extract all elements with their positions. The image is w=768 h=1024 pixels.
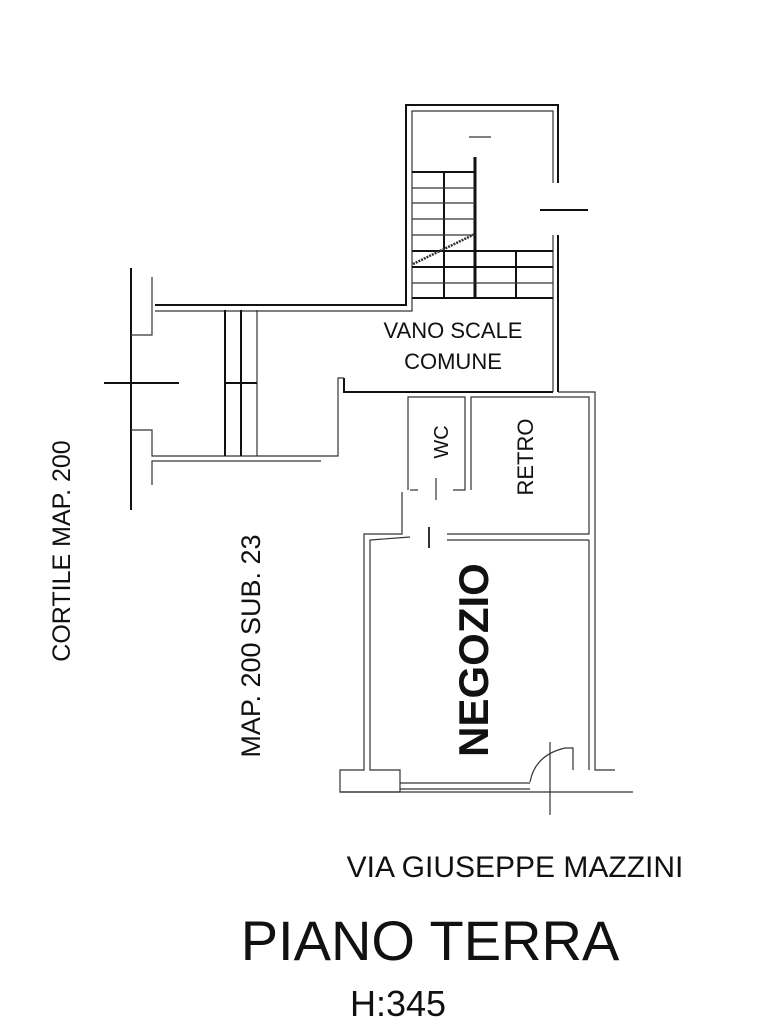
- unit-walls: [339, 391, 633, 815]
- negozio-label: NEGOZIO: [450, 563, 497, 757]
- stair-hall-label-line2: COMUNE: [404, 349, 502, 374]
- staircase: [412, 157, 553, 299]
- ceiling-height: H:345: [350, 983, 446, 1024]
- stair-hall-label: VANO SCALE COMUNE: [384, 318, 523, 374]
- wc-label: WC: [431, 425, 453, 458]
- stairwell-walls: [155, 104, 588, 393]
- floor-title: PIANO TERRA: [241, 909, 620, 972]
- retro-label: RETRO: [513, 419, 538, 496]
- stair-hall-label-line1: VANO SCALE: [384, 318, 523, 343]
- adjacent-unit-label: MAP. 200 SUB. 23: [236, 534, 266, 757]
- adjacent-unit-walls: [104, 268, 344, 510]
- street-label: VIA GIUSEPPE MAZZINI: [347, 851, 684, 884]
- courtyard-label: CORTILE MAP. 200: [48, 440, 76, 661]
